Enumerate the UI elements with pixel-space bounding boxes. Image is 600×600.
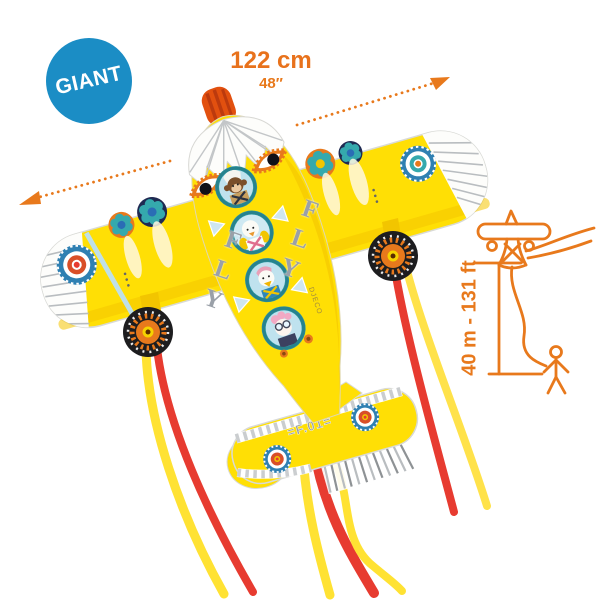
mini-plane-icon <box>476 209 596 270</box>
arrowhead-right <box>430 77 450 90</box>
kite-string <box>510 265 548 368</box>
fuselage-shading <box>281 153 340 396</box>
nacelle-left-2 <box>152 221 173 268</box>
arrowhead-left <box>19 191 41 205</box>
stitch-dots-left <box>123 272 130 287</box>
giant-badge-label: GIANT <box>53 61 125 100</box>
porthole-monkey-pilot <box>215 166 258 209</box>
wingspan-dimension: 122 cm 48″ <box>196 48 346 92</box>
giant-badge: GIANT <box>46 38 132 124</box>
wheel-left <box>123 307 173 357</box>
roundel-tail-left <box>263 445 292 474</box>
snap-dots <box>279 334 313 358</box>
stitch-dots-right <box>372 188 379 203</box>
person-icon <box>542 345 570 395</box>
wingspan-cm-label: 122 cm <box>230 47 312 74</box>
eye-decoration-left <box>188 173 226 199</box>
ribbon-left-red <box>153 344 257 596</box>
nacelle-left-1 <box>123 235 142 279</box>
nacelle-right-2 <box>348 158 369 206</box>
wing-blue-stripe <box>84 231 135 316</box>
ribbon-tail-red <box>309 443 379 598</box>
flight-height-diagram <box>472 209 596 395</box>
fuselage-triangles <box>207 204 309 314</box>
porthole-bird-pilot <box>245 258 290 303</box>
nacelle-right-1 <box>321 172 341 216</box>
eye-pupil-right <box>267 153 280 166</box>
eye-decoration-right <box>250 148 289 174</box>
wheel-right <box>368 231 418 281</box>
nose-pleats <box>188 116 285 188</box>
wingspan-arrow <box>19 77 450 205</box>
measure-line <box>472 261 544 376</box>
roundel-tail-right <box>351 403 380 432</box>
flight-height-label: 40 m - 131 ft <box>458 260 481 376</box>
eye-pupil-left <box>199 182 212 195</box>
engine-flower-left-1 <box>108 211 135 238</box>
porthole-dog-pilot <box>261 306 306 351</box>
porthole-duck-pilot <box>229 210 274 255</box>
ribbon-left-yellow <box>141 345 229 599</box>
wingspan-in-label: 48″ <box>259 75 283 93</box>
roundel-right-wing <box>400 145 437 182</box>
roundel-left-wing <box>56 244 97 285</box>
engine-flower-right-1 <box>305 148 336 179</box>
ribbon-right-yellow <box>403 267 491 510</box>
fuselage: DJECO <box>188 86 342 424</box>
ribbon-right-red <box>392 272 458 516</box>
